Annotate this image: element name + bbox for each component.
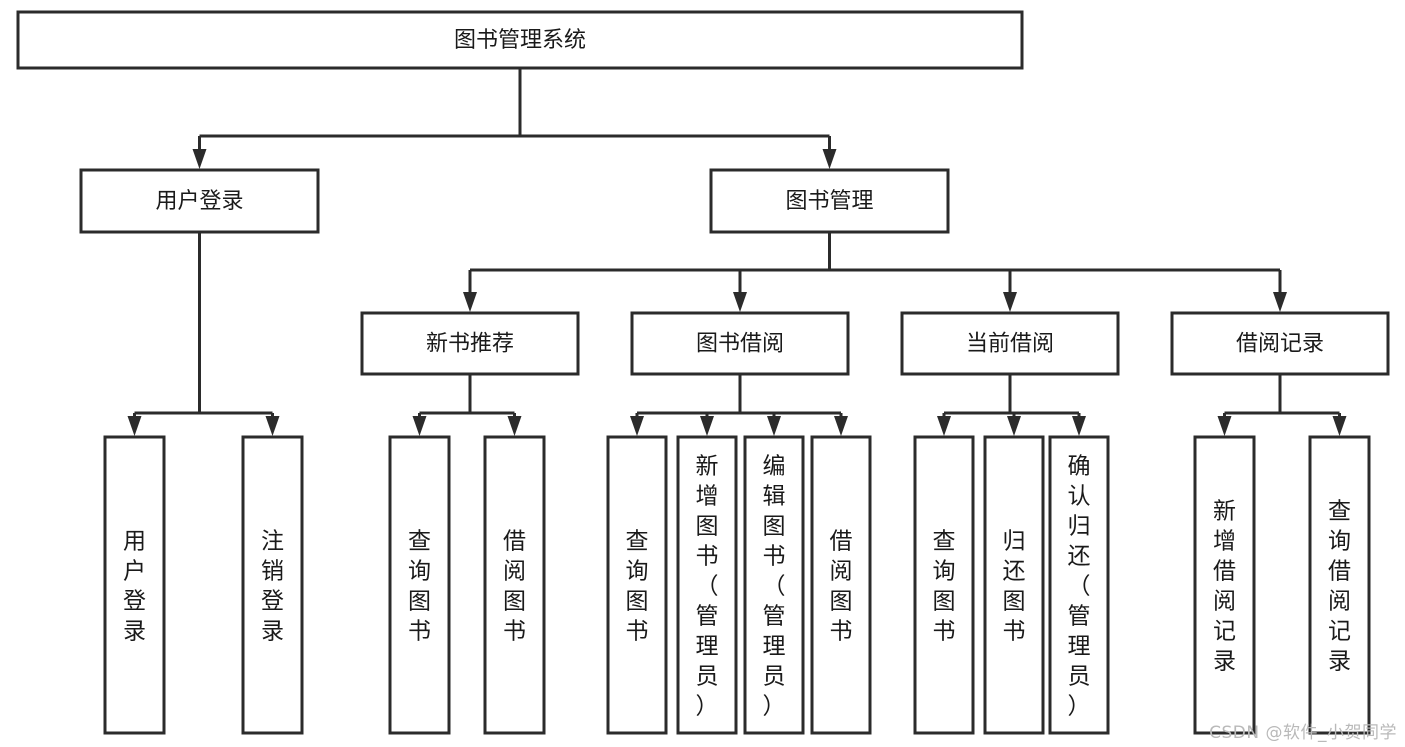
node-book-management[interactable]: 图书管理	[709, 168, 950, 234]
node-label: 新书推荐	[426, 332, 514, 357]
leaf-label: 查询图书	[408, 528, 431, 644]
leaf-leaf-borrow-book-1[interactable]: 借阅图书	[483, 435, 546, 735]
leaf-leaf-user-logout[interactable]: 注销登录	[241, 435, 304, 735]
node-box	[16, 10, 1024, 70]
node-label: 用户登录	[155, 189, 243, 214]
nodes-layer: 图书管理系统用户登录图书管理新书推荐图书借阅当前借阅借阅记录用户登录注销登录查询…	[16, 10, 1390, 735]
leaf-leaf-query-book-2[interactable]: 查询图书	[606, 435, 668, 735]
arrow-head-icon	[834, 416, 848, 436]
arrow-head-icon	[1332, 416, 1347, 436]
csdn-watermark: CSDN @软件_小贺同学	[1209, 723, 1397, 743]
leaf-label: 查询图书	[933, 528, 956, 644]
arrow-head-icon	[1217, 416, 1232, 436]
arrow-head-icon	[412, 416, 427, 436]
leaf-label: 新增图书（管理员）	[696, 453, 719, 719]
leaf-box	[606, 435, 668, 735]
arrow-head-icon	[1072, 416, 1086, 436]
arrow-head-icon	[822, 149, 837, 169]
leaf-box	[913, 435, 975, 735]
node-new-book-recommend[interactable]: 新书推荐	[360, 311, 580, 376]
leaf-box	[743, 435, 805, 735]
node-label: 图书管理	[785, 189, 873, 214]
leaf-box	[676, 435, 738, 735]
leaf-box	[1048, 435, 1110, 735]
node-box	[1170, 311, 1390, 376]
arrow-head-icon	[1003, 292, 1017, 312]
leaf-leaf-query-book-3[interactable]: 查询图书	[913, 435, 975, 735]
leaf-box	[103, 435, 166, 735]
leaf-box	[1193, 435, 1256, 735]
arrow-head-icon	[507, 416, 522, 436]
leaf-box	[1308, 435, 1371, 735]
leaf-label: 借阅图书	[503, 528, 526, 644]
arrow-head-icon	[127, 416, 142, 436]
leaf-leaf-borrow-book-2[interactable]: 借阅图书	[810, 435, 872, 735]
arrow-head-icon	[700, 416, 714, 436]
arrow-head-icon	[767, 416, 781, 436]
leaf-box	[483, 435, 546, 735]
node-box	[900, 311, 1120, 376]
connectors-layer	[127, 68, 1347, 436]
leaf-box	[810, 435, 872, 735]
arrow-head-icon	[630, 416, 644, 436]
leaf-leaf-user-login[interactable]: 用户登录	[103, 435, 166, 735]
leaf-label: 确认归还（管理员）	[1068, 453, 1091, 719]
leaf-label: 归还图书	[1003, 528, 1026, 644]
node-box	[79, 168, 320, 234]
leaf-label: 查询借阅记录	[1328, 498, 1351, 674]
leaf-leaf-confirm-return[interactable]: 确认归还（管理员）	[1048, 435, 1110, 735]
leaf-leaf-add-book[interactable]: 新增图书（管理员）	[676, 435, 738, 735]
node-label: 图书管理系统	[454, 28, 586, 53]
node-label: 图书借阅	[696, 332, 784, 357]
leaf-box	[241, 435, 304, 735]
node-box	[709, 168, 950, 234]
arrow-head-icon	[265, 416, 280, 436]
leaf-label: 查询图书	[626, 528, 649, 644]
arrow-head-icon	[733, 292, 747, 312]
node-user-login[interactable]: 用户登录	[79, 168, 320, 234]
node-box	[360, 311, 580, 376]
leaf-leaf-add-record[interactable]: 新增借阅记录	[1193, 435, 1256, 735]
node-book-borrow[interactable]: 图书借阅	[630, 311, 850, 376]
leaf-label: 注销登录	[261, 528, 284, 644]
leaf-label: 编辑图书（管理员）	[763, 453, 786, 719]
node-label: 当前借阅	[966, 332, 1054, 357]
node-borrow-record[interactable]: 借阅记录	[1170, 311, 1390, 376]
node-current-borrow[interactable]: 当前借阅	[900, 311, 1120, 376]
node-root[interactable]: 图书管理系统	[16, 10, 1024, 70]
leaf-leaf-edit-book[interactable]: 编辑图书（管理员）	[743, 435, 805, 735]
leaf-box	[388, 435, 451, 735]
leaf-leaf-query-book-1[interactable]: 查询图书	[388, 435, 451, 735]
node-label: 借阅记录	[1236, 332, 1324, 357]
arrow-head-icon	[192, 149, 207, 169]
leaf-box	[983, 435, 1045, 735]
arrow-head-icon	[463, 292, 477, 312]
node-box	[630, 311, 850, 376]
leaf-label: 用户登录	[123, 528, 146, 644]
leaf-leaf-return-book[interactable]: 归还图书	[983, 435, 1045, 735]
arrow-head-icon	[1273, 292, 1287, 312]
arrow-head-icon	[937, 416, 951, 436]
arrow-head-icon	[1007, 416, 1021, 436]
leaf-label: 借阅图书	[830, 528, 853, 644]
leaf-label: 新增借阅记录	[1213, 498, 1236, 674]
leaf-leaf-query-record[interactable]: 查询借阅记录	[1308, 435, 1371, 735]
